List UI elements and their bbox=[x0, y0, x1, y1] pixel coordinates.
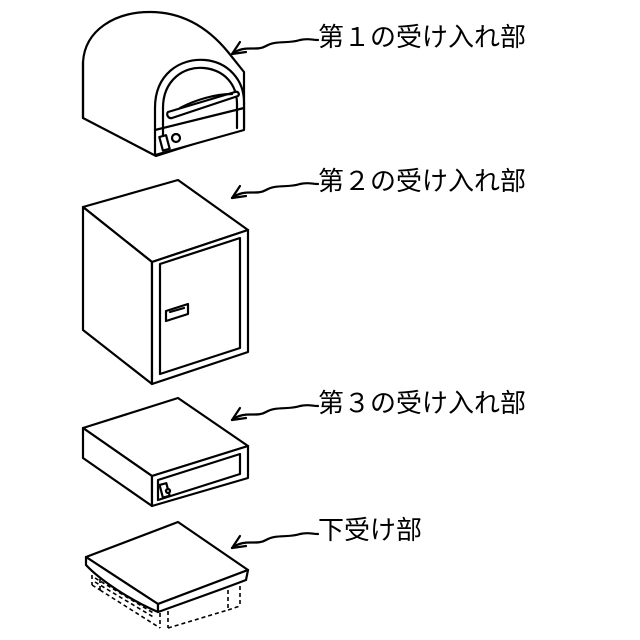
first-receiving-part bbox=[83, 12, 244, 156]
leader-arrow-part2 bbox=[232, 183, 318, 198]
leader-arrow-part1 bbox=[232, 39, 318, 54]
label-first-receiving-part: 第１の受け入れ部 bbox=[318, 25, 526, 51]
second-receiving-part bbox=[83, 180, 248, 384]
third-receiving-part bbox=[83, 398, 248, 506]
label-third-receiving-part: 第３の受け入れ部 bbox=[318, 391, 526, 417]
label-second-receiving-part: 第２の受け入れ部 bbox=[318, 169, 526, 195]
leader-arrow-part3 bbox=[232, 405, 318, 420]
base-receiving-part bbox=[86, 522, 248, 628]
label-base-receiving-part: 下受け部 bbox=[318, 518, 422, 544]
leader-arrow-base bbox=[232, 533, 318, 548]
